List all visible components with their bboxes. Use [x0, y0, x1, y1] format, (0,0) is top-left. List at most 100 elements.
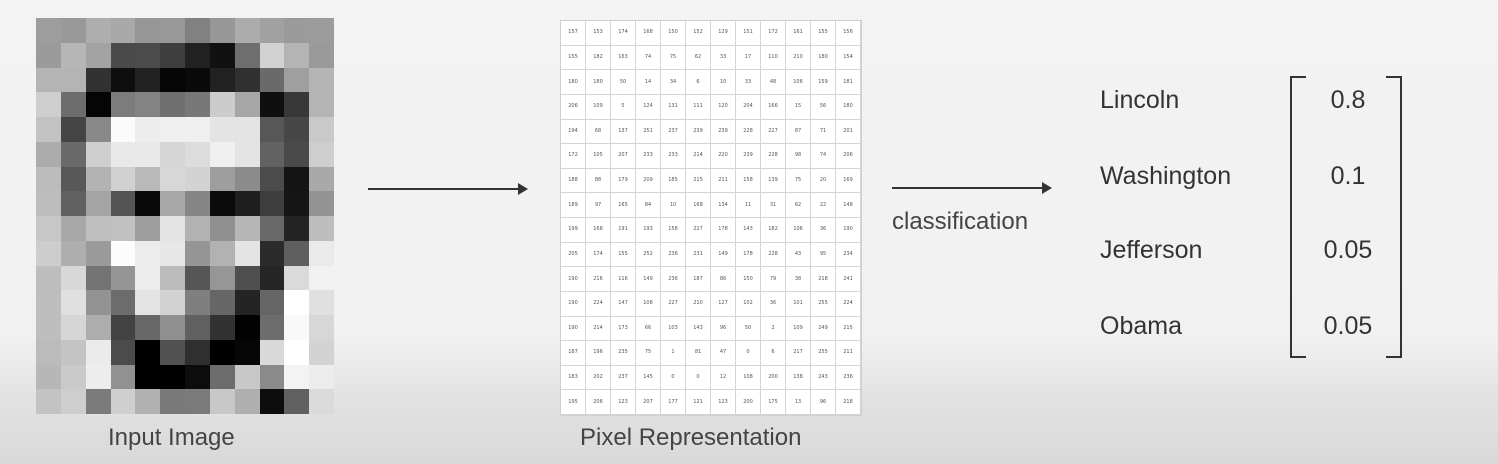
image-pixel — [135, 265, 161, 291]
pixel-value-cell: 103 — [661, 316, 686, 342]
image-pixel — [209, 315, 235, 340]
image-pixel — [60, 42, 86, 68]
image-pixel — [185, 389, 210, 414]
image-pixel — [185, 265, 210, 291]
image-pixel — [135, 166, 161, 192]
image-pixel — [309, 18, 334, 43]
pixel-value-cell: 88 — [586, 168, 611, 194]
pixel-value-cell: 11 — [736, 193, 761, 218]
image-pixel — [85, 18, 111, 43]
image-pixel — [135, 117, 161, 142]
pixel-value-cell: 228 — [761, 144, 786, 169]
image-pixel — [259, 290, 285, 315]
pixel-value-cell: 214 — [686, 144, 711, 169]
pixel-value-cell: 36 — [761, 291, 786, 317]
image-pixel — [309, 67, 334, 93]
pixel-value-cell: 116 — [611, 267, 636, 292]
pixel-value-cell: 1 — [661, 341, 686, 366]
prob-lincoln: 0.8 — [1330, 86, 1366, 114]
image-pixel — [135, 290, 161, 315]
pixel-value-cell: 0 — [686, 365, 711, 391]
image-pixel — [185, 67, 210, 93]
image-pixel — [209, 67, 235, 93]
right-bracket — [1386, 76, 1402, 358]
pixel-value-cell: 109 — [786, 316, 811, 342]
image-pixel — [209, 389, 235, 414]
image-pixel — [234, 166, 260, 192]
class-name-jefferson: Jefferson — [1100, 236, 1203, 264]
image-pixel — [309, 42, 334, 68]
image-pixel — [135, 191, 161, 216]
image-pixel — [309, 339, 334, 365]
image-pixel — [209, 191, 235, 216]
image-pixel — [234, 290, 260, 315]
pixel-value-cell: 183 — [561, 365, 586, 391]
pixel-value-cell: 220 — [711, 144, 736, 169]
image-pixel — [259, 389, 285, 414]
image-pixel — [234, 92, 260, 117]
image-pixel — [110, 364, 136, 390]
pixel-value-cell: 79 — [761, 267, 786, 292]
image-pixel — [259, 191, 285, 216]
image-pixel — [209, 364, 235, 390]
pixel-value-cell: 236 — [836, 365, 861, 391]
image-pixel — [234, 191, 260, 216]
image-pixel — [36, 265, 61, 291]
pixel-value-cell: 33 — [736, 70, 761, 95]
image-pixel — [185, 18, 210, 43]
image-pixel — [135, 339, 161, 365]
pixel-value-cell: 188 — [561, 168, 586, 194]
pixel-value-cell: 196 — [586, 341, 611, 366]
image-pixel — [160, 364, 185, 390]
image-pixel — [309, 216, 334, 241]
image-pixel — [110, 166, 136, 192]
image-pixel — [60, 240, 86, 266]
pixel-value-cell: 150 — [736, 267, 761, 292]
pixel-value-cell: 158 — [736, 168, 761, 194]
pixel-value-cell: 150 — [661, 21, 686, 46]
pixel-value-cell: 207 — [611, 144, 636, 169]
pixel-value-cell: 189 — [561, 193, 586, 218]
image-pixel — [36, 166, 61, 192]
image-pixel — [110, 389, 136, 414]
image-pixel — [284, 67, 310, 93]
image-pixel — [284, 339, 310, 365]
pixel-value-cell: 33 — [711, 45, 736, 71]
pixel-value-cell: 211 — [836, 341, 861, 366]
image-pixel — [185, 141, 210, 167]
pixel-value-cell: 163 — [611, 45, 636, 71]
image-pixel — [209, 141, 235, 167]
pixel-value-cell: 172 — [761, 21, 786, 46]
image-pixel — [160, 42, 185, 68]
class-name-washington: Washington — [1100, 162, 1232, 190]
pixel-value-cell: 180 — [586, 70, 611, 95]
pixel-value-cell: 204 — [736, 94, 761, 120]
image-pixel — [234, 389, 260, 414]
pixel-value-cell: 206 — [836, 144, 861, 169]
pixel-value-cell: 152 — [686, 21, 711, 46]
pixel-value-cell: 6 — [761, 341, 786, 366]
pixel-value-cell: 139 — [761, 168, 786, 194]
pixel-value-cell: 13 — [786, 390, 811, 415]
pixel-value-cell: 75 — [661, 45, 686, 71]
pixel-value-cell: 252 — [636, 242, 661, 268]
image-pixel — [284, 191, 310, 216]
image-pixel — [309, 117, 334, 142]
pixel-value-cell: 243 — [811, 365, 836, 391]
image-pixel — [85, 216, 111, 241]
image-pixel — [110, 315, 136, 340]
pixel-value-cell: 111 — [686, 94, 711, 120]
image-pixel — [85, 290, 111, 315]
pixel-value-cell: 161 — [786, 21, 811, 46]
image-pixel — [60, 290, 86, 315]
image-pixel — [160, 339, 185, 365]
pixel-value-cell: 168 — [586, 218, 611, 243]
image-pixel — [135, 67, 161, 93]
pixel-value-cell: 185 — [661, 168, 686, 194]
pixel-value-cell: 106 — [786, 218, 811, 243]
pixel-value-cell: 105 — [586, 144, 611, 169]
image-pixel — [185, 92, 210, 117]
image-pixel — [60, 216, 86, 241]
image-pixel — [36, 67, 61, 93]
image-pixel — [85, 265, 111, 291]
